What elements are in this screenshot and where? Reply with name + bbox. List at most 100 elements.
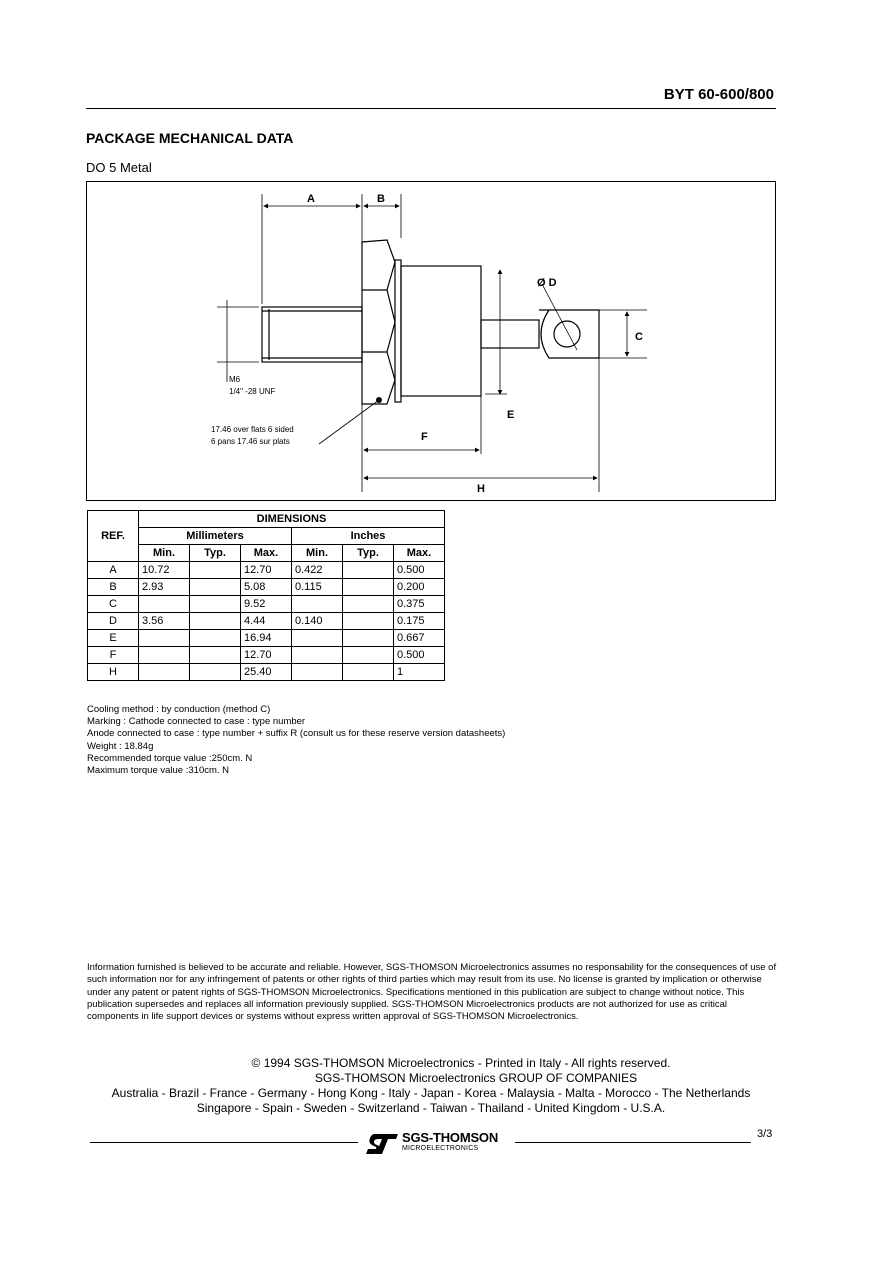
value-cell-in-typ — [342, 578, 394, 596]
value-cell-in-min — [291, 595, 343, 613]
value-cell-mm-max: 16.94 — [240, 629, 292, 647]
value-cell-mm-typ — [189, 595, 241, 613]
label-dim-f: F — [421, 431, 428, 443]
company-logo: SGS-THOMSON MICROELECTRONICS — [362, 1130, 514, 1156]
diode-body — [400, 265, 482, 397]
label-flats-fr: 6 pans 17.46 sur plats — [211, 437, 290, 446]
value-cell-in-min — [291, 629, 343, 647]
value-cell-mm-typ — [189, 561, 241, 579]
note-weight: Weight : 18.84g — [87, 740, 154, 752]
value-cell-in-min: 0.140 — [291, 612, 343, 630]
countries-line-2: Singapore - Spain - Sweden - Switzerland… — [196, 1101, 666, 1115]
ref-cell: A — [87, 561, 139, 579]
disclaimer: Information furnished is believed to be … — [87, 962, 777, 1023]
value-cell-in-typ — [342, 629, 394, 647]
value-cell-mm-min — [138, 595, 190, 613]
value-cell-mm-min: 2.93 — [138, 578, 190, 596]
value-cell-mm-min: 3.56 — [138, 612, 190, 630]
logo-name: SGS-THOMSON — [402, 1130, 499, 1145]
hex-nut — [361, 239, 396, 405]
mm-typ-header: Typ. — [189, 544, 241, 562]
value-cell-mm-max: 5.08 — [240, 578, 292, 596]
label-dim-h: H — [477, 483, 485, 495]
header-rule — [86, 108, 776, 109]
part-number: BYT 60-600/800 — [663, 86, 774, 103]
footer-rule-right — [515, 1142, 751, 1143]
value-cell-mm-min — [138, 629, 190, 647]
st-logo-icon — [366, 1134, 398, 1154]
ref-header: REF. — [87, 510, 139, 562]
value-cell-mm-typ — [189, 629, 241, 647]
value-cell-mm-typ — [189, 612, 241, 630]
note-marking: Marking : Cathode connected to case : ty… — [87, 716, 306, 728]
note-torque-maximum: Maximum torque value :310cm. N — [87, 765, 230, 777]
in-min-header: Min. — [291, 544, 343, 562]
package-notes: Cooling method : by conduction (method C… — [87, 704, 505, 777]
value-cell-in-min — [291, 646, 343, 664]
value-cell-mm-max: 12.70 — [240, 561, 292, 579]
value-cell-mm-min: 10.72 — [138, 561, 190, 579]
table-row: H 25.40 1 — [87, 663, 445, 681]
dimensions-table: REF. DIMENSIONS Millimeters Inches Min. … — [87, 510, 445, 681]
label-thread-m6: M6 — [229, 375, 241, 384]
value-cell-in-max: 0.500 — [393, 561, 445, 579]
value-cell-in-min: 0.115 — [291, 578, 343, 596]
value-cell-mm-max: 25.40 — [240, 663, 292, 681]
footer-block: © 1994 SGS-THOMSON Microelectronics - Pr… — [86, 1056, 776, 1116]
ref-cell: F — [87, 646, 139, 664]
inches-header: Inches — [291, 527, 445, 545]
package-drawing-svg: A B C Ø D E F H M6 1/4" -28 UNF 17.46 ov… — [211, 193, 647, 495]
value-cell-in-max: 0.500 — [393, 646, 445, 664]
label-thread-unf: 1/4" -28 UNF — [229, 387, 276, 396]
value-cell-in-typ — [342, 595, 394, 613]
mm-max-header: Max. — [240, 544, 292, 562]
note-anode: Anode connected to case : type number + … — [87, 728, 506, 740]
value-cell-in-max: 1 — [393, 663, 445, 681]
ref-cell: E — [87, 629, 139, 647]
ref-cell: H — [87, 663, 139, 681]
value-cell-in-min: 0.422 — [291, 561, 343, 579]
label-dim-d: Ø D — [537, 277, 557, 289]
in-typ-header: Typ. — [342, 544, 394, 562]
millimeters-header: Millimeters — [138, 527, 292, 545]
table-row: E 16.94 0.667 — [87, 629, 445, 647]
copyright: © 1994 SGS-THOMSON Microelectronics - Pr… — [251, 1056, 671, 1070]
package-drawing: A B C Ø D E F H M6 1/4" -28 UNF 17.46 ov… — [86, 181, 776, 501]
ref-cell: B — [87, 578, 139, 596]
value-cell-in-max: 0.200 — [393, 578, 445, 596]
value-cell-mm-typ — [189, 646, 241, 664]
value-cell-in-max: 0.375 — [393, 595, 445, 613]
value-cell-in-typ — [342, 612, 394, 630]
value-cell-mm-min — [138, 663, 190, 681]
section-title: PACKAGE MECHANICAL DATA — [86, 130, 294, 146]
ref-cell: D — [87, 612, 139, 630]
note-cooling: Cooling method : by conduction (method C… — [87, 704, 271, 715]
countries-line-1: Australia - Brazil - France - Germany - … — [111, 1086, 751, 1100]
value-cell-in-typ — [342, 663, 394, 681]
label-dim-e: E — [507, 409, 514, 421]
logo-subtitle: MICROELECTRONICS — [402, 1145, 479, 1152]
label-dim-c: C — [635, 331, 643, 343]
label-dim-a: A — [307, 193, 315, 205]
footer-rule-left — [90, 1142, 358, 1143]
value-cell-mm-max: 4.44 — [240, 612, 292, 630]
label-flats-en: 17.46 over flats 6 sided — [211, 425, 294, 434]
value-cell-in-max: 0.175 — [393, 612, 445, 630]
package-name: DO 5 Metal — [86, 160, 152, 175]
terminal-lug — [539, 309, 600, 359]
dimensions-header: DIMENSIONS — [138, 510, 445, 528]
ref-cell: C — [87, 595, 139, 613]
value-cell-in-max: 0.667 — [393, 629, 445, 647]
value-cell-in-typ — [342, 646, 394, 664]
value-cell-in-typ — [342, 561, 394, 579]
value-cell-mm-min — [138, 646, 190, 664]
value-cell-in-min — [291, 663, 343, 681]
value-cell-mm-max: 9.52 — [240, 595, 292, 613]
group-of-companies: SGS-THOMSON Microelectronics GROUP OF CO… — [314, 1071, 638, 1085]
table-row: C 9.52 0.375 — [87, 595, 445, 613]
in-max-header: Max. — [393, 544, 445, 562]
